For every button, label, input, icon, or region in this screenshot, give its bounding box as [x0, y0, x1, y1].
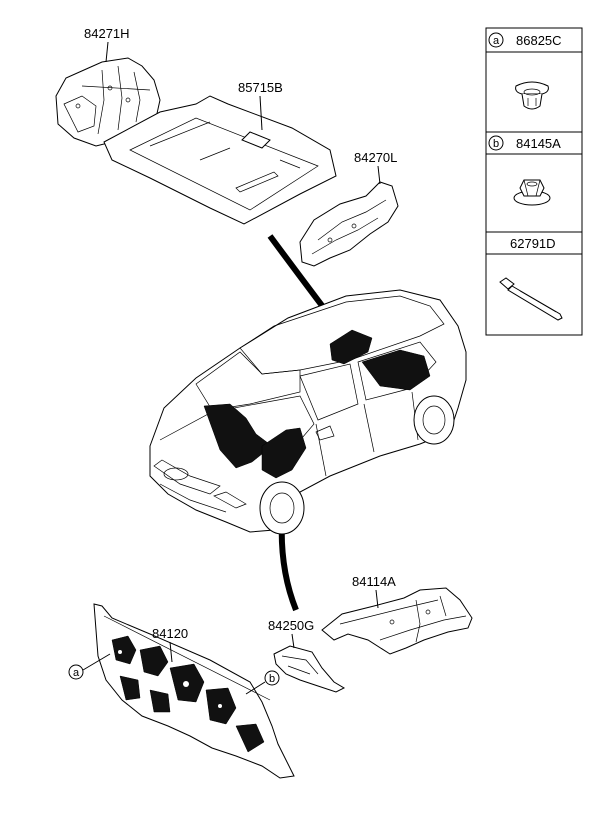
part-85715B-drawing: [103, 95, 337, 225]
dash-insulation-area: [261, 427, 307, 479]
part-84250G-drawing: [273, 645, 346, 693]
callout-b-circle: [264, 670, 280, 686]
label-85715B: 85715B: [238, 80, 283, 95]
legend-part-84145A: 84145A: [516, 136, 561, 151]
rear-insulation-area: [361, 349, 431, 391]
label-84271H: 84271H: [84, 26, 130, 41]
legend-table: a 86825C b 84145A 62791D: [485, 27, 583, 336]
part-84114A-drawing: [321, 587, 473, 655]
legend-row-a: a 86825C: [488, 32, 562, 48]
marker-b-circle: [488, 135, 504, 151]
label-84270L: 84270L: [354, 150, 397, 165]
leader-84250G: [291, 633, 295, 649]
bolt-62791D-drawing: [499, 277, 563, 321]
label-84120: 84120: [152, 626, 188, 641]
leader-85715B: [259, 95, 263, 131]
legend-part-86825C: 86825C: [516, 33, 562, 48]
legend-row-b: b 84145A: [488, 135, 561, 151]
part-84270L-drawing: [299, 181, 399, 267]
leader-callout-b: [245, 681, 266, 695]
leader-84270L: [377, 165, 381, 185]
part-84120-drawing: [93, 603, 295, 779]
leader-84114A: [375, 589, 379, 609]
legend-marker-a: a: [493, 35, 500, 47]
legend-row-62791D: 62791D: [510, 236, 556, 251]
nut-84145A-drawing: [513, 179, 551, 206]
marker-a-circle: [488, 32, 504, 48]
callout-b: b: [269, 673, 275, 685]
callout-a: a: [73, 667, 80, 679]
part-84271H-drawing: [55, 57, 161, 147]
legend-marker-b: b: [493, 138, 499, 150]
car-drawing: [149, 289, 467, 535]
label-84250G: 84250G: [268, 618, 314, 633]
floor-insulation-area: [329, 329, 373, 365]
clip-86825C-drawing: [515, 81, 549, 110]
label-84114A: 84114A: [352, 574, 396, 589]
leader-84120: [169, 641, 173, 663]
callout-a-circle: [68, 664, 84, 680]
leader-callout-a: [82, 653, 111, 671]
legend-part-62791D: 62791D: [510, 236, 556, 251]
leader-84271H: [105, 41, 109, 63]
